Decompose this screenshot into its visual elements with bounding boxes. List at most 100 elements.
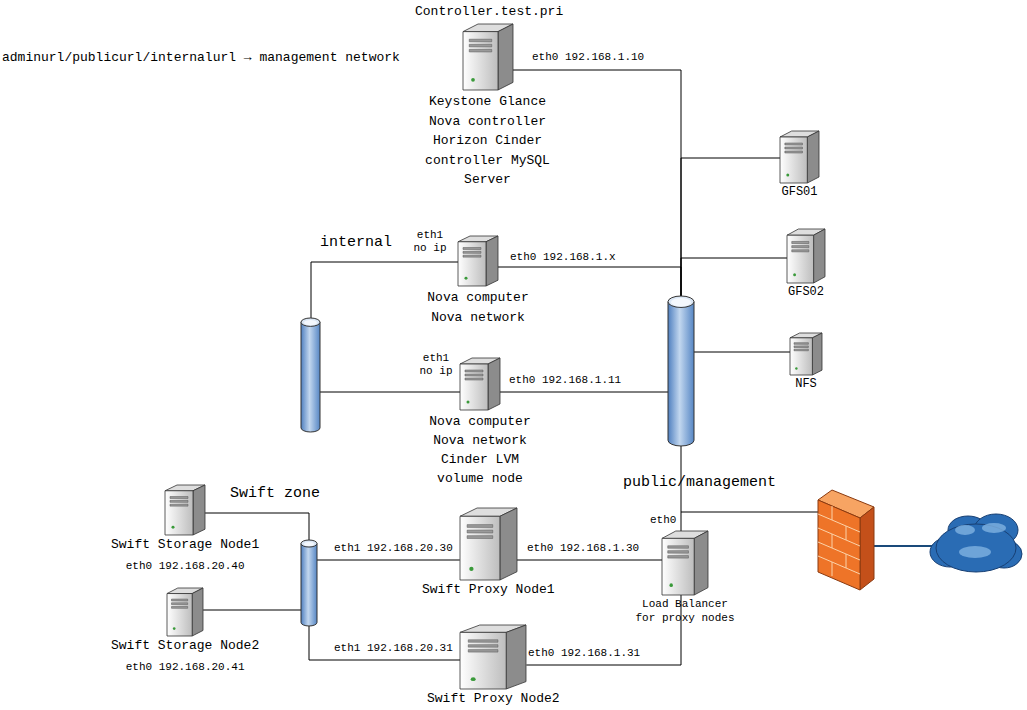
bus-cylinder: [668, 296, 694, 446]
drive-slot: [465, 370, 483, 372]
drive-slot: [469, 49, 492, 52]
server-icon: [458, 236, 498, 286]
bus-body: [668, 302, 694, 446]
network-link: [203, 610, 301, 611]
server-side: [486, 236, 498, 286]
server-icon: [165, 485, 205, 535]
server-label: Swift Storage Node1: [111, 537, 259, 553]
server-node: Controller.test.priKeystone Glance Nova …: [415, 3, 560, 190]
drive-slot: [469, 650, 499, 652]
server-front: [458, 242, 486, 286]
server-front: [460, 632, 506, 689]
server-icon: [460, 625, 526, 689]
drive-slot: [668, 556, 689, 558]
brick-line: [846, 526, 847, 540]
server-node: Swift Storage Node2eth0 192.168.20.41: [111, 585, 259, 674]
brick-line: [818, 556, 860, 574]
interface-label: eth1 192.168.20.30: [333, 542, 454, 555]
bus-cylinder: [301, 540, 317, 626]
firewall-link: [681, 512, 819, 513]
drive-slot: [170, 500, 188, 502]
server-front: [165, 491, 193, 535]
server-node: GFS01: [780, 128, 819, 200]
network-link: [681, 258, 787, 296]
network-link: [681, 158, 780, 296]
drive-slot: [172, 599, 188, 601]
drive-slot: [463, 255, 481, 257]
drive-slot: [794, 346, 808, 348]
server-label: Load Balancer for proxy nodes: [633, 597, 737, 625]
bus-body: [301, 322, 320, 432]
server-label: GFS01: [781, 185, 817, 200]
drive-slot: [465, 374, 483, 376]
server-label: Nova computer Nova network Cinder LVM vo…: [425, 412, 535, 488]
server-icon: [463, 24, 513, 90]
server-icon: [167, 588, 203, 636]
network-link: [205, 513, 309, 540]
server-label: Swift Proxy Node1: [422, 582, 555, 598]
power-led: [669, 583, 672, 587]
internet-cloud: [930, 514, 1022, 572]
power-led: [795, 367, 797, 369]
drive-slot: [467, 530, 493, 533]
server-icon: [790, 333, 822, 375]
server-side: [500, 508, 517, 580]
server-node: Load Balancer for proxy nodes: [633, 528, 737, 625]
drive-slot: [469, 44, 492, 47]
interface-label: eth1 192.168.20.31: [333, 642, 454, 655]
network-link: [694, 352, 790, 353]
bus-cylinder: [301, 318, 320, 432]
server-node: Swift Storage Node1 eth0 192.168.20.40: [111, 482, 259, 573]
firewall-bricks: [818, 506, 860, 576]
interface-label: eth1 no ip: [411, 229, 449, 255]
server-detail: eth0 192.168.20.41: [126, 660, 245, 674]
server-icon: [662, 531, 708, 595]
bus-inner: [304, 542, 314, 546]
server-side: [488, 358, 500, 410]
cloud-highlight: [955, 525, 975, 535]
bus-body: [301, 544, 317, 626]
drive-slot: [668, 551, 689, 553]
interface-label: eth0 192.168.1.10: [531, 51, 645, 64]
server-side: [498, 24, 513, 90]
brick-line: [818, 528, 860, 546]
network-bus: public/management: [668, 296, 694, 446]
brick-line: [818, 514, 860, 532]
drive-slot: [469, 640, 499, 642]
server-front: [780, 137, 807, 183]
server-front: [460, 364, 488, 410]
interface-label: eth0 192.168.1.x: [509, 251, 617, 264]
firewall-side: [860, 507, 874, 590]
server-icon: [460, 358, 500, 410]
server-front: [167, 594, 192, 636]
drive-slot: [794, 343, 808, 345]
drive-slot: [785, 151, 803, 153]
drive-slot: [785, 143, 803, 145]
brick-line: [832, 534, 833, 548]
cloud-part: [936, 524, 1016, 572]
network-link: [320, 392, 460, 393]
power-led: [465, 277, 468, 280]
server-icon: [787, 229, 825, 283]
network-bus: internal: [301, 318, 320, 432]
power-led: [793, 273, 796, 276]
network-name: internal: [320, 234, 392, 252]
bus-inner: [304, 320, 317, 325]
network-link: [317, 560, 460, 561]
server-front: [463, 32, 498, 90]
server-side: [193, 485, 205, 535]
power-led: [471, 78, 475, 82]
server-side: [694, 531, 708, 595]
server-detail: Keystone Glance Nova controller Horizon …: [415, 92, 560, 190]
drive-slot: [463, 248, 481, 250]
network-bus: Swift zone: [301, 540, 317, 626]
server-detail: eth0 192.168.20.40: [126, 559, 245, 573]
bus-top: [668, 296, 694, 307]
drive-slot: [792, 246, 809, 248]
brick-line: [832, 506, 833, 520]
interface-label: eth0 192.168.1.30: [526, 542, 640, 555]
interface-label: eth0 192.168.1.31: [527, 647, 641, 660]
network-link: [517, 560, 662, 561]
brick-line: [832, 562, 833, 576]
